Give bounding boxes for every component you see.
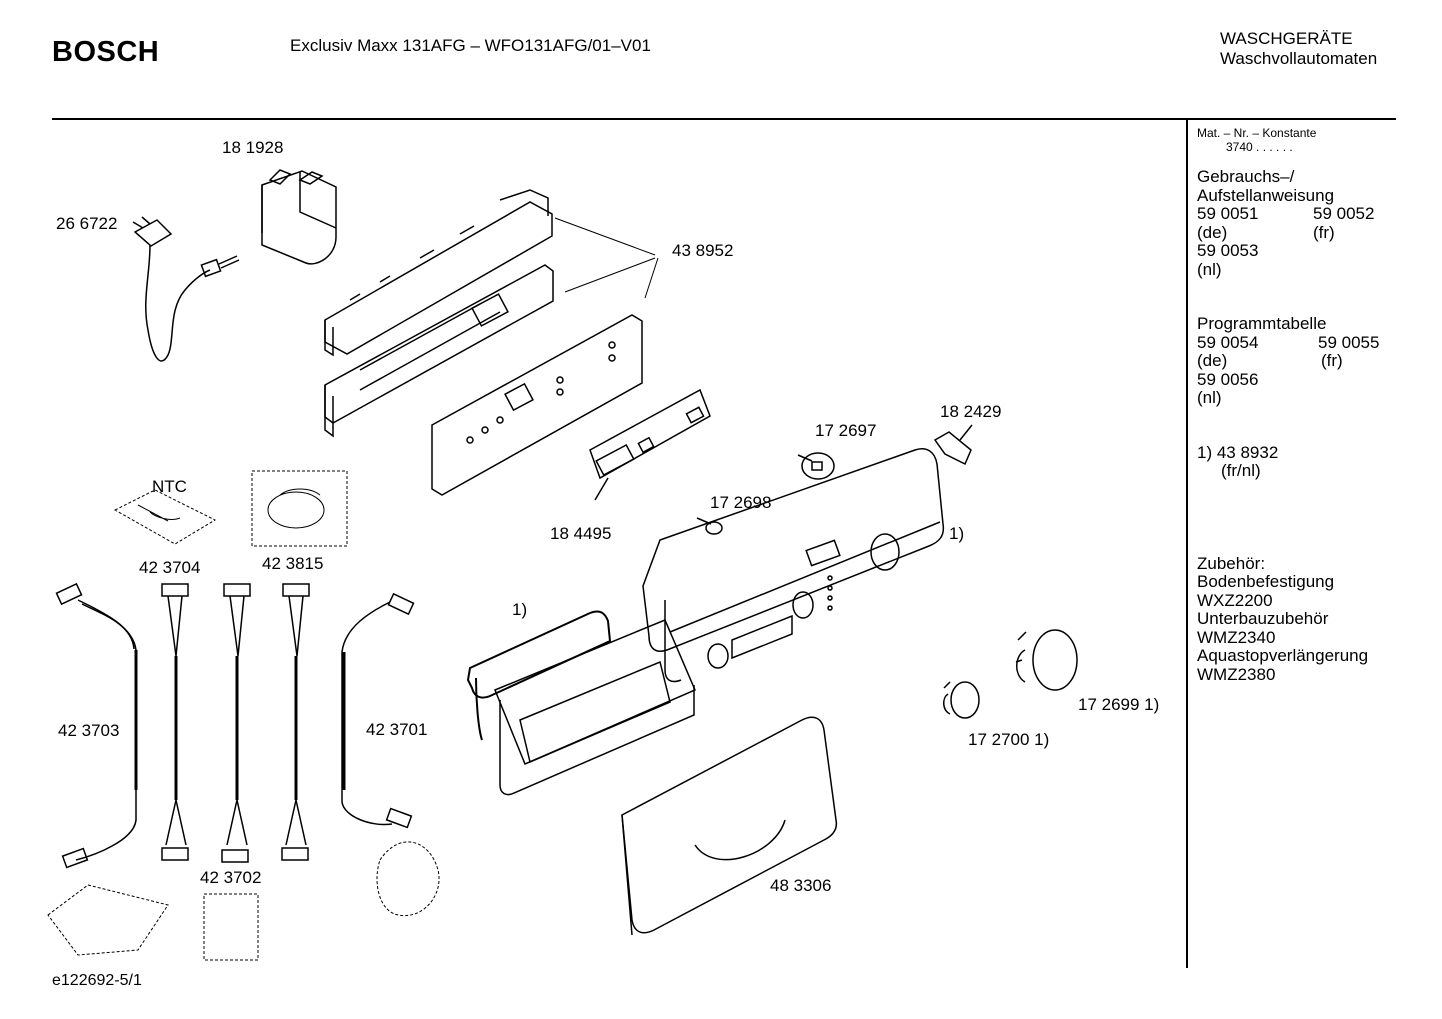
manual-num-2: 59 0052 — [1313, 204, 1375, 223]
note-label-panel: 1) — [949, 524, 965, 543]
manual-lang-2: (fr) — [1313, 222, 1335, 242]
part-label-438952: 43 8952 — [672, 241, 734, 260]
brand-logo: BOSCH — [52, 36, 160, 68]
sensor-parts-dashed-drawings — [47, 841, 440, 961]
category-line-1: WASCHGERÄTE — [1220, 29, 1353, 48]
mat-label: Mat. – Nr. – Konstante — [1197, 126, 1317, 140]
ntc-sensor-drawing — [113, 489, 217, 545]
diagram-code: e122692-5/1 — [52, 972, 142, 989]
manual-num-3: 59 0053 — [1197, 241, 1259, 260]
small-knob-drawing — [943, 681, 980, 719]
accessory-2: Unterbauzubehör — [1197, 609, 1329, 628]
wire-harness-drawings — [55, 582, 415, 869]
note-label-gasket: 1) — [512, 600, 528, 619]
manual-lang-1: (de) — [1197, 222, 1228, 242]
part-label-181928: 18 1928 — [222, 138, 284, 157]
model-title: Exclusiv Maxx 131AFG – WFO131AFG/01–V01 — [290, 36, 651, 55]
accessory-1: Bodenbefestigung — [1197, 572, 1335, 591]
part-label-172699: 17 2699 1) — [1078, 695, 1160, 714]
accessory-1-code: WXZ2200 — [1197, 590, 1273, 610]
note-number: 1) 43 8932 — [1197, 442, 1279, 462]
leader-lines-438952 — [554, 217, 659, 299]
gasket-drawing — [466, 610, 612, 741]
part-label-172698: 17 2698 — [710, 493, 772, 512]
flap-cover-drawing — [621, 716, 838, 936]
note-language: (fr/nl) — [1221, 461, 1261, 480]
part-label-423704: 42 3704 — [139, 558, 201, 577]
power-cord-drawing — [132, 216, 240, 362]
prog-num-3: 59 0056 — [1197, 369, 1259, 389]
prog-lang-1: (de) — [1197, 351, 1228, 370]
control-module-upper-drawing — [324, 189, 553, 357]
knob-spindle-drawing — [797, 452, 835, 480]
manual-title-1: Gebrauchs–/ — [1197, 167, 1295, 186]
manual-lang-row: (de) (fr) — [1197, 222, 1427, 243]
part-label-172700: 17 2700 1) — [968, 730, 1050, 749]
part-label-184495: 18 4495 — [550, 524, 612, 543]
prog-lang-3: (nl) — [1197, 388, 1222, 407]
suppressor-drawing — [261, 169, 337, 265]
part-label-423701: 42 3701 — [366, 720, 428, 739]
accessory-title: Zubehör: — [1197, 553, 1266, 573]
prog-lang-2: (fr) — [1321, 351, 1343, 370]
manual-num-1: 59 0051 — [1197, 204, 1259, 223]
control-panel-drawing — [642, 448, 945, 683]
large-knob-drawing — [1015, 629, 1078, 691]
part-label-423702: 42 3702 — [200, 868, 262, 887]
accessory-3-code: WMZ2380 — [1197, 664, 1276, 684]
part-label-182429: 18 2429 — [940, 402, 1002, 421]
part-label-ntc: NTC — [152, 477, 187, 496]
part-label-423815: 42 3815 — [262, 554, 324, 573]
prog-num-1: 59 0054 — [1197, 332, 1259, 352]
part-label-172697: 17 2697 — [815, 421, 877, 440]
prog-num-row: 59 0054 59 0055 — [1197, 332, 1427, 353]
clip-drawing — [933, 424, 973, 466]
prog-num-2: 59 0055 — [1318, 332, 1380, 352]
sidebar-info: Mat. – Nr. – Konstante 3740 . . . . . . … — [1197, 126, 1427, 684]
part-label-266722: 26 6722 — [56, 214, 118, 233]
part-423815-drawing — [251, 470, 348, 547]
circuit-board-drawing — [431, 314, 643, 496]
part-label-483306: 48 3306 — [770, 876, 832, 895]
manual-lang-3: (nl) — [1197, 259, 1222, 279]
manual-num-row: 59 0051 59 0052 — [1197, 204, 1427, 224]
prog-title: Programmtabelle — [1197, 314, 1327, 333]
dispenser-front-drawing — [494, 619, 696, 796]
manual-title-2: Aufstellanweisung — [1197, 185, 1335, 205]
category-line-2: Waschvollautomaten — [1220, 49, 1378, 68]
accessory-3: Aquastopverlängerung — [1197, 646, 1369, 665]
prog-lang-row: (de) (fr) — [1197, 351, 1427, 371]
accessory-2-code: WMZ2340 — [1197, 627, 1276, 647]
part-label-423703: 42 3703 — [58, 721, 120, 740]
mat-value: 3740 . . . . . . — [1226, 140, 1293, 154]
control-module-lower-drawing — [324, 264, 554, 438]
display-board-drawing — [589, 388, 711, 501]
